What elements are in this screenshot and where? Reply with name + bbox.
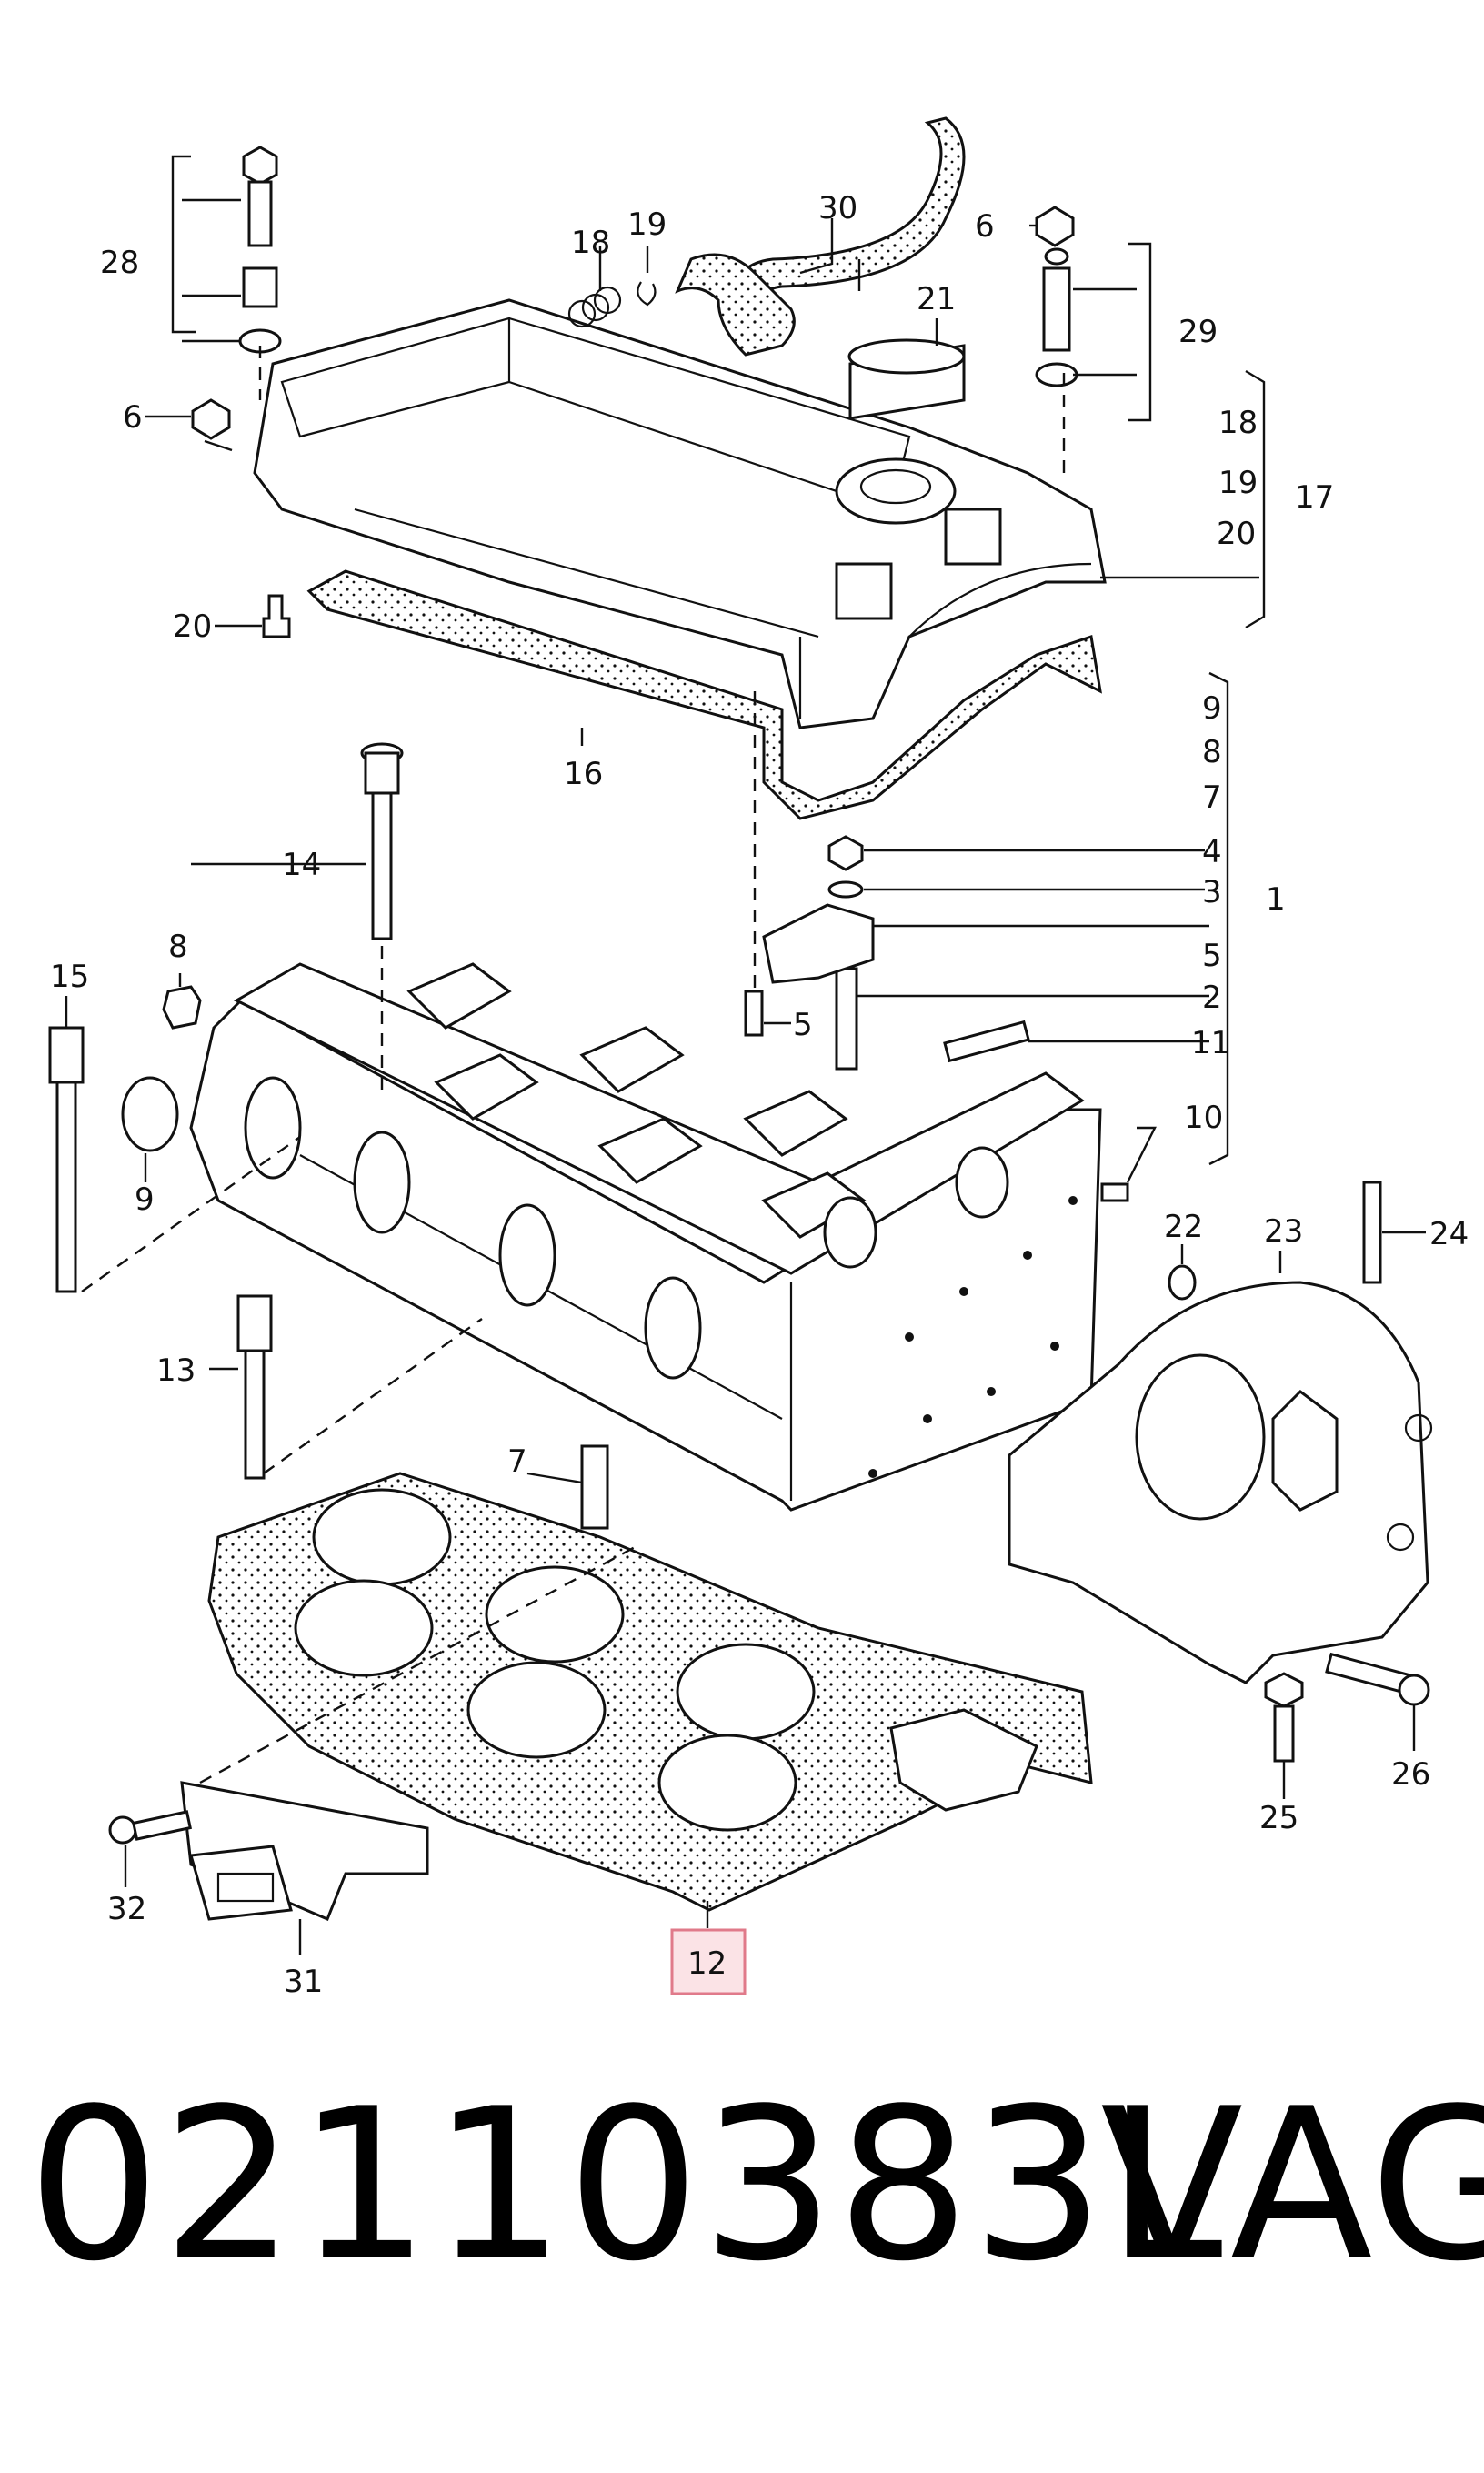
callout-21: 21 bbox=[917, 281, 956, 317]
callout-11: 11 bbox=[1191, 1025, 1230, 1061]
leader-lines bbox=[65, 155, 1426, 1955]
stud-11 bbox=[943, 1020, 1030, 1063]
plug-8 bbox=[162, 985, 202, 1030]
clip-19 bbox=[637, 281, 657, 307]
callout-14: 14 bbox=[282, 847, 321, 883]
bolt-15 bbox=[48, 1026, 85, 1293]
callout-9-right: 9 bbox=[1202, 690, 1222, 727]
callout-2: 2 bbox=[1202, 980, 1222, 1016]
bolt-stack-29 bbox=[1035, 247, 1078, 387]
bolt-stack-28 bbox=[238, 146, 282, 354]
callout-32: 32 bbox=[107, 1891, 146, 1927]
pin-10 bbox=[1100, 1182, 1129, 1202]
callout-31: 31 bbox=[284, 1964, 323, 2000]
stud-5 bbox=[744, 990, 764, 1037]
callout-18-top: 18 bbox=[571, 225, 610, 261]
callout-30: 30 bbox=[818, 190, 857, 226]
callout-5-right: 5 bbox=[1202, 938, 1222, 974]
oil-filler-cap bbox=[847, 338, 966, 420]
nut-6-right bbox=[1035, 206, 1075, 247]
head-gasket bbox=[207, 1472, 1093, 1912]
dashed-guides bbox=[81, 346, 1066, 1784]
part-number: 02110383L bbox=[27, 2065, 1225, 2307]
callout-16: 16 bbox=[564, 756, 603, 792]
callout-7-mid: 7 bbox=[507, 1443, 527, 1480]
stud-24 bbox=[1362, 1181, 1382, 1284]
highlight-box-12 bbox=[670, 1928, 747, 1995]
callout-17: 17 bbox=[1295, 479, 1334, 516]
callout-13: 13 bbox=[156, 1352, 196, 1389]
cam-bearing-caps bbox=[406, 962, 867, 1239]
callout-24: 24 bbox=[1429, 1216, 1469, 1252]
bracket-31 bbox=[180, 1781, 429, 1921]
plug-9 bbox=[121, 1076, 179, 1152]
callout-3: 3 bbox=[1202, 874, 1222, 910]
valve-cover-gasket bbox=[306, 569, 1102, 820]
nut-6-left bbox=[191, 398, 231, 440]
callout-15: 15 bbox=[50, 959, 89, 995]
callout-22: 22 bbox=[1164, 1209, 1203, 1245]
bearing-cap-1 bbox=[762, 903, 875, 984]
washer-3 bbox=[827, 880, 864, 899]
callout-19-right: 19 bbox=[1218, 465, 1258, 501]
callout-29: 29 bbox=[1178, 314, 1218, 350]
bolt-20-left bbox=[262, 594, 291, 638]
callout-12: 12 bbox=[687, 1945, 727, 1982]
dowel-7 bbox=[580, 1444, 609, 1530]
callout-labels: 28 6 18 19 30 21 6 29 18 19 20 17 20 16 … bbox=[50, 190, 1469, 2000]
callout-9-left: 9 bbox=[135, 1181, 155, 1218]
bolt-13 bbox=[236, 1294, 273, 1480]
callout-4: 4 bbox=[1202, 834, 1222, 870]
breather-hose bbox=[675, 116, 966, 357]
bolt-14 bbox=[360, 742, 404, 940]
callout-20-right: 20 bbox=[1217, 516, 1256, 552]
callout-18-right: 18 bbox=[1218, 405, 1258, 441]
callout-6-left: 6 bbox=[123, 399, 143, 436]
callout-10: 10 bbox=[1184, 1100, 1223, 1136]
callout-23: 23 bbox=[1264, 1213, 1303, 1250]
callout-6-right: 6 bbox=[975, 208, 995, 245]
ring-22 bbox=[1168, 1264, 1197, 1301]
callout-20-left: 20 bbox=[173, 608, 212, 645]
callout-1: 1 bbox=[1266, 881, 1286, 918]
callout-28: 28 bbox=[100, 245, 139, 281]
bolt-25 bbox=[1264, 1672, 1304, 1763]
valve-cover bbox=[253, 298, 1107, 729]
callout-25: 25 bbox=[1259, 1800, 1298, 1836]
callout-7-right: 7 bbox=[1202, 779, 1222, 816]
callout-5-mid: 5 bbox=[793, 1007, 813, 1043]
cylinder-head bbox=[189, 962, 1102, 1512]
spring-clip-18 bbox=[567, 286, 622, 328]
stud-2 bbox=[835, 967, 858, 1071]
bolt-32 bbox=[108, 1810, 192, 1845]
nut-4 bbox=[827, 835, 864, 871]
callout-8-left: 8 bbox=[168, 929, 188, 965]
callout-19-top: 19 bbox=[627, 206, 667, 243]
bolt-26 bbox=[1325, 1652, 1430, 1706]
callout-8-right: 8 bbox=[1202, 734, 1222, 770]
callout-26: 26 bbox=[1391, 1756, 1430, 1793]
exploded-parts-diagram: 28 6 18 19 30 21 6 29 18 19 20 17 20 16 … bbox=[48, 116, 1469, 2000]
brand-name: VAG bbox=[1100, 2065, 1484, 2307]
timing-belt-cover bbox=[1008, 1281, 1433, 1684]
